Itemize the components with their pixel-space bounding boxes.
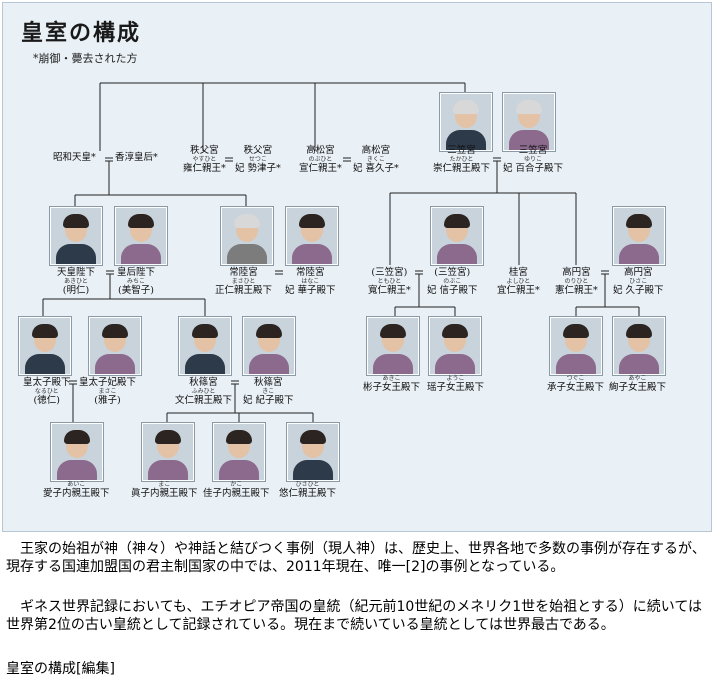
label-fumihito: 秋篠宮ふみひと文仁親王殿下 <box>175 377 233 406</box>
page-title: 皇室の構成 <box>21 20 142 46</box>
label-ayako: あやこ絢子女王殿下 <box>609 375 667 393</box>
label-hisahito: ひさひと悠仁親王殿下 <box>279 481 337 499</box>
label-crown-prince: 皇太子殿下なるひと(徳仁) <box>23 377 71 406</box>
label-tsuguko: つぐこ承子女王殿下 <box>547 375 605 393</box>
label-yoshihito: 桂宮よしひと宜仁親王* <box>497 267 540 296</box>
label-showa: 昭和天皇* <box>53 152 96 163</box>
label-mikasa-consort: 三笠宮ゆりこ妃 百合子殿下 <box>503 145 564 174</box>
portrait-yoko <box>429 317 481 375</box>
label-yoko: ようこ瑶子女王殿下 <box>427 375 485 393</box>
portrait-fumihito <box>179 317 231 375</box>
label-chichibu-consort: 秩父宮せつこ妃 勢津子* <box>235 145 281 174</box>
label-takamatsu-prince: 高松宮のぶひと宣仁親王* <box>299 145 342 174</box>
family-tree-panel: 皇室の構成 *崩御・薨去された方 昭和天皇* 香淳皇后* 秩父宮やすひと雍仁親王… <box>2 2 712 532</box>
label-emperor: 天皇陛下あきひと(明仁) <box>57 267 96 296</box>
portrait-hisahito <box>287 423 339 481</box>
portrait-kiko <box>243 317 295 375</box>
portrait-ayako <box>613 317 665 375</box>
section-heading: 皇室の構成[編集] <box>6 661 115 677</box>
deceased-note: *崩御・薨去された方 <box>33 52 138 65</box>
label-aiko: あいこ愛子内親王殿下 <box>43 481 110 499</box>
label-nobuko: (三笠宮)のぶこ妃 信子殿下 <box>427 267 478 296</box>
label-kako: かこ佳子内親王殿下 <box>203 481 270 499</box>
portrait-nobuko <box>431 207 483 265</box>
label-kiko: 秋篠宮きこ妃 紀子殿下 <box>243 377 294 406</box>
portrait-crown-prince <box>19 317 71 375</box>
label-chichibu-prince: 秩父宮やすひと雍仁親王* <box>183 145 226 174</box>
label-empress: 皇后陛下みちこ(美智子) <box>117 267 156 296</box>
label-norihito: 高円宮のりひと憲仁親王* <box>555 267 598 296</box>
label-hitachi-consort: 常陸宮はなこ妃 華子殿下 <box>285 267 336 296</box>
portrait-aiko <box>51 423 103 481</box>
portrait-kako <box>213 423 265 481</box>
portrait-empress <box>115 207 167 265</box>
label-tomohito: (三笠宮)ともひと寬仁親王* <box>368 267 411 296</box>
portrait-mako <box>142 423 194 481</box>
label-mako: まこ眞子内親王殿下 <box>131 481 198 499</box>
portrait-mikasa-prince <box>440 93 492 151</box>
label-takamatsu-consort: 高松宮きくこ妃 喜久子* <box>353 145 399 174</box>
label-hisako: 高円宮ひさこ妃 久子殿下 <box>613 267 664 296</box>
portrait-hisako <box>613 207 665 265</box>
portrait-hitachi-consort <box>286 207 338 265</box>
portrait-tsuguko <box>550 317 602 375</box>
portrait-emperor <box>50 207 102 265</box>
label-hitachi-prince: 常陸宮まさひと正仁親王殿下 <box>215 267 273 296</box>
portrait-akiko <box>367 317 419 375</box>
label-kojun: 香淳皇后* <box>115 152 158 163</box>
label-crown-princess: 皇太子妃殿下まさこ(雅子) <box>79 377 137 406</box>
portrait-mikasa-consort <box>503 93 555 151</box>
tree-lines <box>42 82 640 424</box>
paragraph-1: 王家の始祖が神（神々）や神話と結びつく事例（現人神）は、歴史上、世界各地で多数の… <box>6 541 706 575</box>
portrait-crown-princess <box>89 317 141 375</box>
label-mikasa-prince: 三笠宮たかひと崇仁親王殿下 <box>433 145 491 174</box>
paragraph-2: ギネス世界記録においても、エチオピア帝国の皇統（紀元前10世紀のメネリク1世を始… <box>6 599 703 633</box>
portrait-hitachi-prince <box>221 207 273 265</box>
label-akiko: あきこ彬子女王殿下 <box>363 375 421 393</box>
